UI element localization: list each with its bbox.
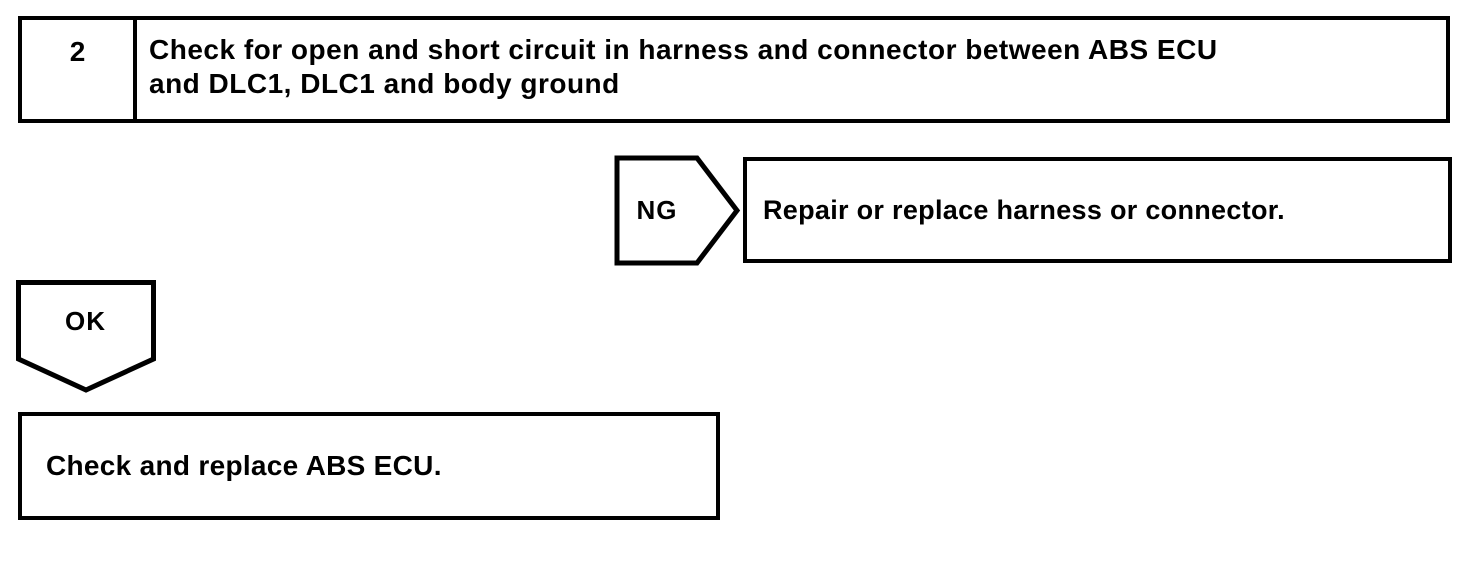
ng-action-box: Repair or replace harness or connector. <box>743 157 1452 263</box>
step-description-line-1: Check for open and short circuit in harn… <box>149 34 1218 65</box>
step-description-line-2: and DLC1, DLC1 and body ground <box>149 68 620 99</box>
ok-result-box: Check and replace ABS ECU. <box>18 412 720 520</box>
step-box: 2 Check for open and short circuit in ha… <box>18 16 1450 123</box>
ng-connector-label: NG <box>636 194 678 225</box>
ok-arrow-shape-icon <box>16 280 156 393</box>
step-number: 2 <box>22 20 137 119</box>
step-description: Check for open and short circuit in harn… <box>137 20 1446 119</box>
ok-result-text: Check and replace ABS ECU. <box>46 450 442 481</box>
ok-connector-label: OK <box>65 305 106 336</box>
ng-action-text: Repair or replace harness or connector. <box>763 194 1285 225</box>
ng-arrow-shape-icon <box>614 155 741 266</box>
